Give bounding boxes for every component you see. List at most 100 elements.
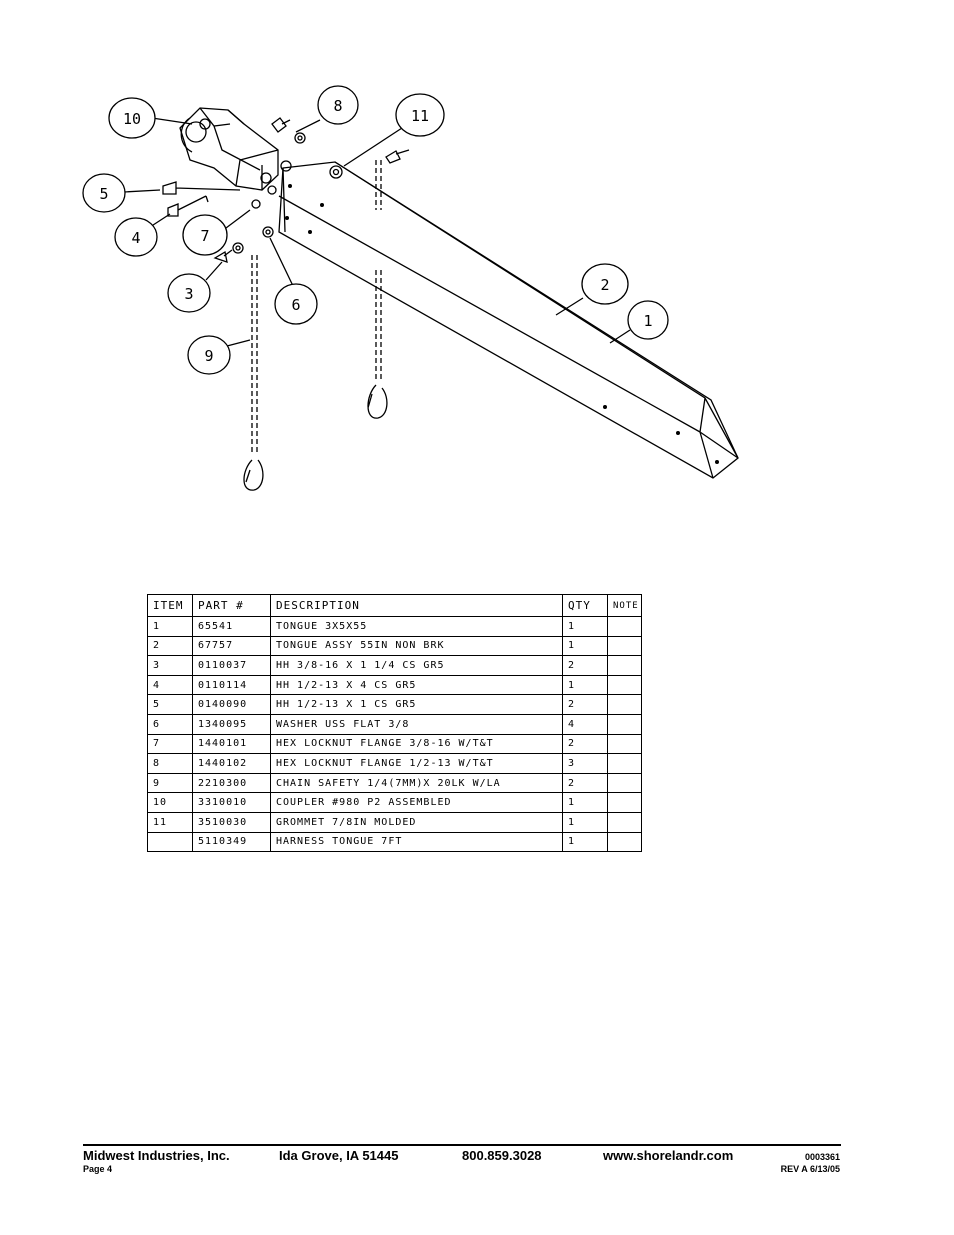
chain-right bbox=[375, 160, 382, 380]
item-cell: 3 bbox=[147, 655, 193, 676]
callout-9: 9 bbox=[204, 347, 213, 365]
qty-cell: 2 bbox=[562, 655, 608, 676]
callout-5: 5 bbox=[99, 185, 108, 203]
footer-website[interactable]: www.shorelandr.com bbox=[603, 1148, 734, 1163]
qty-cell: 2 bbox=[562, 772, 608, 794]
footer-revision: REV A 6/13/05 bbox=[780, 1164, 840, 1174]
note-cell bbox=[607, 635, 642, 657]
item-cell: 1 bbox=[147, 616, 193, 637]
part-number-cell: 1440102 bbox=[192, 753, 271, 774]
note-cell bbox=[607, 831, 642, 853]
note-cell bbox=[607, 772, 642, 794]
description-cell: GROMMET 7/8IN MOLDED bbox=[270, 811, 563, 833]
description-cell: TONGUE 3X5X55 bbox=[270, 616, 563, 637]
footer-phone: 800.859.3028 bbox=[462, 1148, 542, 1163]
part-number-cell: 65541 bbox=[192, 616, 271, 637]
item-cell: 2 bbox=[147, 635, 193, 657]
qty-cell: 2 bbox=[562, 694, 608, 715]
part-number-cell: 67757 bbox=[192, 635, 271, 657]
footer-divider bbox=[83, 1144, 841, 1146]
part-number-cell: 1340095 bbox=[192, 713, 271, 735]
callout-2: 2 bbox=[600, 276, 609, 294]
qty-cell: 1 bbox=[562, 635, 608, 657]
note-cell bbox=[607, 694, 642, 715]
table-header-row: ITEM PART # DESCRIPTION QTY NOTE bbox=[147, 594, 642, 617]
header-qty: QTY bbox=[562, 594, 608, 617]
footer-page-number: Page 4 bbox=[83, 1164, 113, 1174]
qty-cell: 2 bbox=[562, 733, 608, 755]
qty-cell: 1 bbox=[562, 811, 608, 833]
callout-7: 7 bbox=[200, 227, 209, 245]
note-cell bbox=[607, 753, 642, 774]
description-cell: HH 1/2-13 X 1 CS GR5 bbox=[270, 694, 563, 715]
footer-doc-number: 0003361 bbox=[804, 1152, 840, 1162]
footer-company: Midwest Industries, Inc. bbox=[83, 1148, 230, 1163]
description-cell: HARNESS TONGUE 7FT bbox=[270, 831, 563, 853]
coupler bbox=[179, 107, 279, 191]
callout-11: 11 bbox=[411, 107, 429, 125]
part-number-cell: 1440101 bbox=[192, 733, 271, 755]
item-cell: 7 bbox=[147, 733, 193, 755]
header-description: DESCRIPTION bbox=[270, 594, 563, 617]
description-cell: HEX LOCKNUT FLANGE 3/8-16 W/T&T bbox=[270, 733, 563, 755]
part-number-cell: 5110349 bbox=[192, 831, 271, 853]
description-cell: HEX LOCKNUT FLANGE 1/2-13 W/T&T bbox=[270, 753, 563, 774]
item-cell: 9 bbox=[147, 772, 193, 794]
header-note: NOTE bbox=[607, 594, 642, 617]
description-cell: WASHER USS FLAT 3/8 bbox=[270, 713, 563, 735]
part-number-cell: 3510030 bbox=[192, 811, 271, 833]
note-cell bbox=[607, 811, 642, 833]
item-cell: 6 bbox=[147, 713, 193, 735]
item-cell: 4 bbox=[147, 674, 193, 696]
description-cell: CHAIN SAFETY 1/4(7MM)X 20LK W/LA bbox=[270, 772, 563, 794]
tongue-tube bbox=[278, 161, 739, 479]
note-cell bbox=[607, 792, 642, 813]
item-cell: 8 bbox=[147, 753, 193, 774]
note-cell bbox=[607, 733, 642, 755]
chain-left bbox=[251, 255, 258, 455]
callout-8: 8 bbox=[333, 97, 342, 115]
header-item: ITEM bbox=[147, 594, 193, 617]
item-cell bbox=[147, 831, 193, 853]
part-number-cell: 0110114 bbox=[192, 674, 271, 696]
qty-cell: 1 bbox=[562, 792, 608, 813]
item-cell: 11 bbox=[147, 811, 193, 833]
qty-cell: 4 bbox=[562, 713, 608, 735]
note-cell bbox=[607, 655, 642, 676]
callout-4: 4 bbox=[131, 229, 140, 247]
note-cell bbox=[607, 713, 642, 735]
part-number-cell: 2210300 bbox=[192, 772, 271, 794]
description-cell: HH 1/2-13 X 4 CS GR5 bbox=[270, 674, 563, 696]
part-number-cell: 0140090 bbox=[192, 694, 271, 715]
qty-cell: 3 bbox=[562, 753, 608, 774]
qty-cell: 1 bbox=[562, 674, 608, 696]
footer-location: Ida Grove, IA 51445 bbox=[279, 1148, 399, 1163]
note-cell bbox=[607, 674, 642, 696]
callout-1: 1 bbox=[643, 312, 652, 330]
note-cell bbox=[607, 616, 642, 637]
callout-6: 6 bbox=[291, 296, 300, 314]
item-cell: 5 bbox=[147, 694, 193, 715]
part-number-cell: 0110037 bbox=[192, 655, 271, 676]
header-part-number: PART # bbox=[192, 594, 271, 617]
exploded-parts-diagram: 10 8 11 5 4 7 3 6 9 2 1 bbox=[82, 85, 739, 491]
callout-10: 10 bbox=[123, 110, 141, 128]
description-cell: COUPLER #980 P2 ASSEMBLED bbox=[270, 792, 563, 813]
qty-cell: 1 bbox=[562, 616, 608, 637]
part-number-cell: 3310010 bbox=[192, 792, 271, 813]
description-cell: HH 3/8-16 X 1 1/4 CS GR5 bbox=[270, 655, 563, 676]
